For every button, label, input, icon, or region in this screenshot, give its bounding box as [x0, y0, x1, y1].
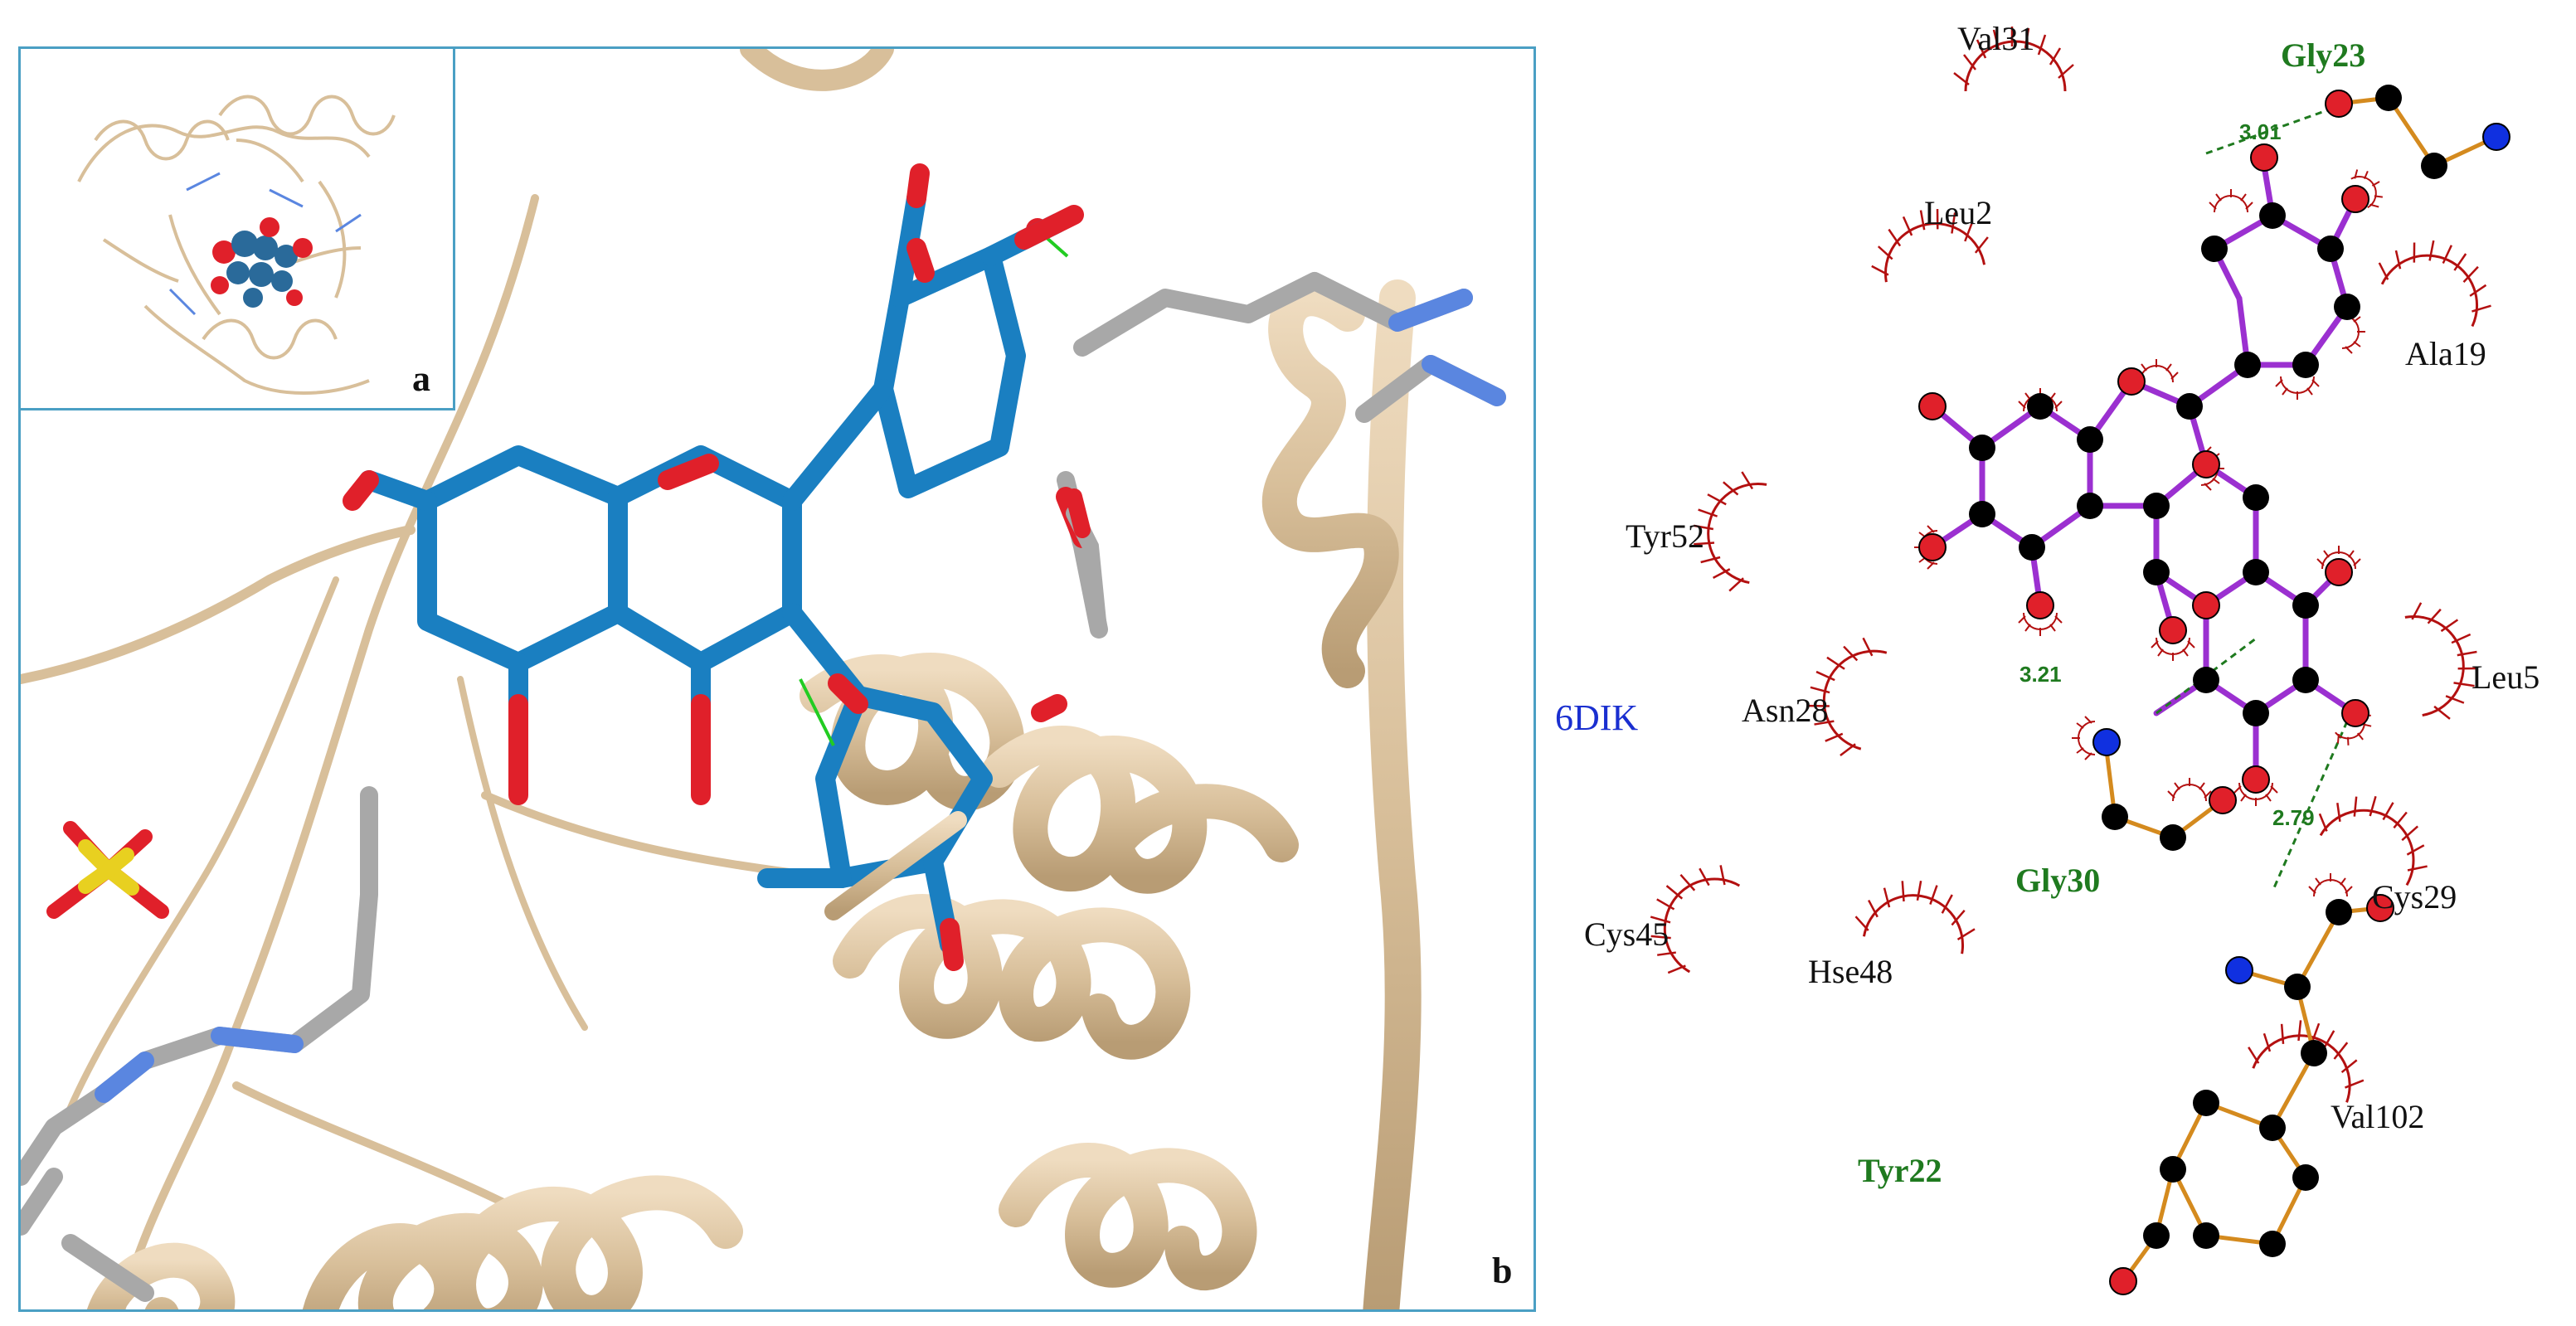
- serine-oxygen: [1066, 488, 1091, 538]
- hse48-arc: [1851, 869, 1983, 957]
- label-val102: Val102: [2331, 1098, 2424, 1135]
- inset-ligand-spheres: [211, 217, 313, 308]
- protein-helices: [86, 281, 1399, 1309]
- ligand-hbond-line: [799, 678, 835, 746]
- cys29-arc: [2309, 772, 2448, 891]
- ribbon-structure-view: [21, 49, 1506, 1309]
- helix-rod: [824, 811, 967, 920]
- ala19-arc: [2369, 219, 2509, 332]
- protein-loops: [21, 49, 1422, 1309]
- main-panel-label: b: [1492, 1251, 1513, 1291]
- label-ala19: Ala19: [2405, 335, 2486, 372]
- inset-panel-a: a: [21, 49, 455, 410]
- label-gly30: Gly30: [2015, 862, 2100, 899]
- side-chain-nitrogens: [95, 289, 1506, 1103]
- atom-arc-7: [2167, 777, 2212, 802]
- pdb-id-label: 6DIK: [1555, 697, 1638, 738]
- label-asn28: Asn28: [1742, 692, 1828, 729]
- label-leu5: Leu5: [2472, 658, 2540, 696]
- label-gly23: Gly23: [2281, 36, 2365, 74]
- inset-overview-structure: [77, 95, 396, 395]
- sulfate-ion: [46, 821, 169, 919]
- label-cys29: Cys29: [2372, 878, 2457, 916]
- label-tyr52: Tyr52: [1626, 517, 1704, 555]
- label-leu2: Leu2: [1924, 194, 1992, 231]
- cys45-arc: [1626, 844, 1745, 984]
- structure-panel-b: a b: [18, 46, 1536, 1312]
- inset-ribbons: [77, 95, 396, 395]
- hbond-distance-1: 3.01: [2239, 119, 2282, 144]
- inset-side-chains: [168, 172, 362, 316]
- oxygen-atoms: [1918, 90, 2394, 1295]
- inset-label: a: [412, 358, 430, 399]
- atom-arc-16: [2275, 376, 2320, 401]
- atom-arc-8: [2209, 188, 2253, 213]
- hbond-distance-2: 3.21: [2019, 662, 2062, 687]
- ligand-bonds: [1929, 163, 2359, 783]
- label-val31: Val31: [1957, 20, 2034, 57]
- carbon-atoms: [1969, 85, 2447, 1257]
- interaction-diagram-svg: Val31 Gly23 Leu2 Ala19 Tyr52 Asn28 Leu5 …: [1555, 20, 2540, 1295]
- atom-arc-10: [2308, 872, 2353, 897]
- ligplot-interaction-diagram: Val31 Gly23 Leu2 Ala19 Tyr52 Asn28 Leu5 …: [1543, 0, 2576, 1326]
- label-hse48: Hse48: [1808, 953, 1893, 990]
- nitrogen-atoms: [2092, 123, 2510, 984]
- side-chains: [21, 272, 1506, 1302]
- hbond-distance-3: 2.79: [2272, 805, 2315, 830]
- ligand-oxygens: [343, 163, 1092, 971]
- atom-arc-11: [2071, 716, 2096, 760]
- label-cys45: Cys45: [1584, 916, 1669, 953]
- label-tyr22: Tyr22: [1858, 1152, 1942, 1189]
